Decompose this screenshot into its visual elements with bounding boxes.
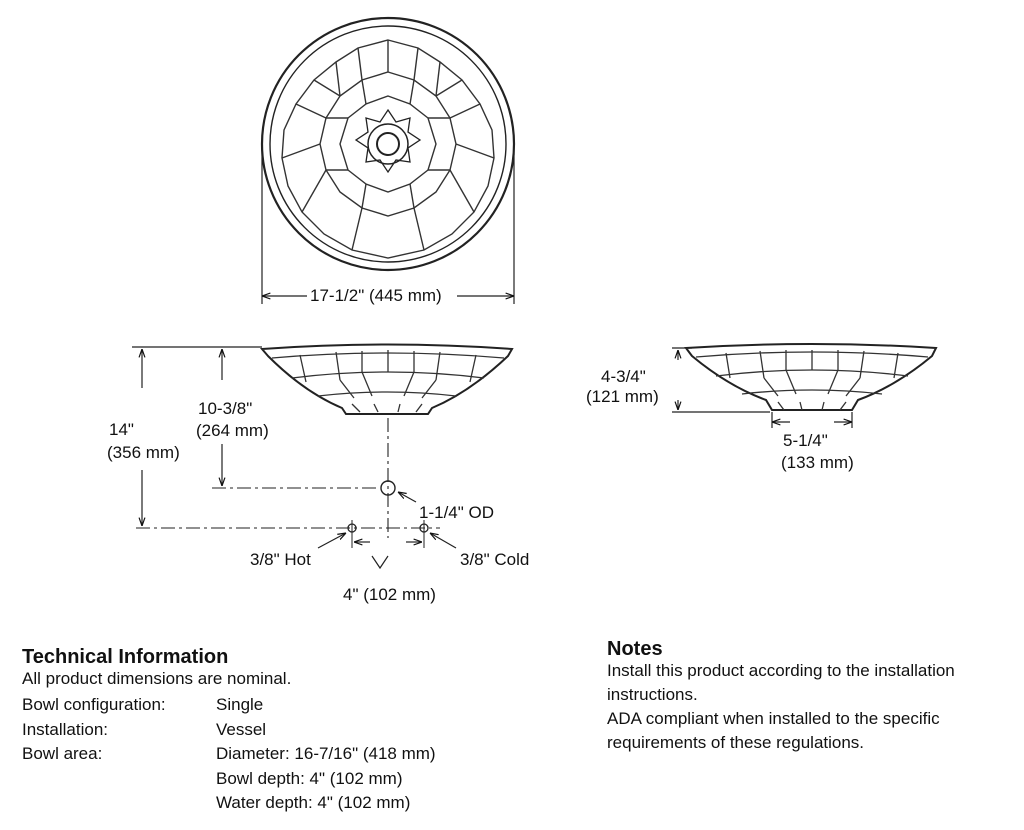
spec-table: Bowl configuration: Single Installation:… [22,693,436,816]
notes-title: Notes [607,638,663,660]
base-width-mm-label: (133 mm) [781,453,854,472]
spec-value: Water depth: 4" (102 mm) [216,793,411,812]
total-height-in-label: 14" [109,420,134,439]
drain-od-label: 1-1/4" OD [419,503,495,522]
supply-spacing-label: 4" (102 mm) [343,585,436,604]
total-height-mm-label: (356 mm) [107,443,180,462]
note-item: Install this product according to the in… [607,661,955,704]
hot-supply-label: 3/8" Hot [250,550,311,569]
spec-value: Vessel [216,719,267,739]
spec-label: Bowl area: [22,744,103,763]
note-item: ADA compliant when installed to the spec… [607,709,940,752]
spec-row-bowl-configuration: Bowl configuration: Single [22,693,436,718]
side-view [684,343,938,411]
spec-label: Bowl configuration: [22,695,166,714]
technical-info-subtitle: All product dimensions are nominal. [22,669,292,688]
side-dimensions [672,347,853,428]
top-width-label: 17-1/2" (445 mm) [307,285,445,307]
base-width-in-label: 5-1/4" [783,431,828,450]
drain-ring-outer [367,123,409,165]
drain-ring-inner [376,132,400,156]
spec-row-bowl-area: Bowl area: Diameter: 16-7/16" (418 mm) B… [22,742,436,816]
top-view-rim-inner [269,25,507,263]
bowl-height-in-label: 10-3/8" [198,399,253,418]
spec-row-installation: Installation: Vessel [22,718,436,743]
bowl-height-mm-label: (264 mm) [196,421,269,440]
spec-value: Diameter: 16-7/16" (418 mm) [216,744,436,763]
front-dimensions [132,346,457,570]
front-view-bowl [259,343,514,415]
side-view-bowl [684,343,938,411]
drain-star [354,108,422,174]
faceted-pattern [281,39,495,259]
spec-value: Single [216,695,264,714]
top-view [260,16,516,272]
side-height-in-label: 4-3/4" [601,367,646,386]
cold-supply-label: 3/8" Cold [460,550,530,569]
drain-outlet [380,480,396,496]
technical-info-title: Technical Information [22,646,229,668]
spec-value: Bowl depth: 4" (102 mm) [216,768,403,788]
front-view [136,343,514,548]
side-height-mm-label: (121 mm) [586,387,659,406]
spec-label: Installation: [22,719,108,739]
top-width-dimension [261,144,515,304]
